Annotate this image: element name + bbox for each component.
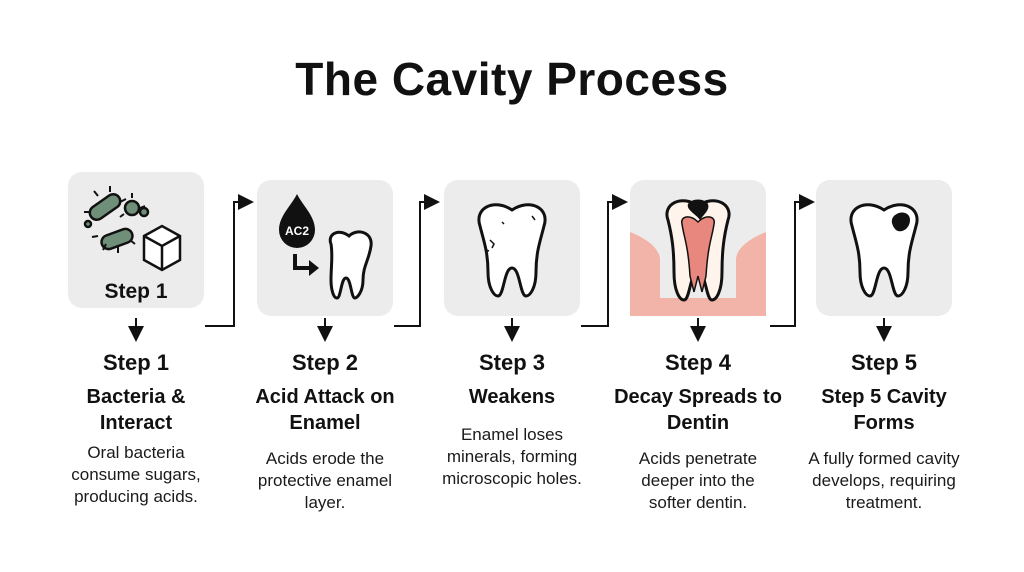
card-label: Step 1 (104, 280, 168, 303)
acid-drop-label: AC2 (285, 224, 309, 238)
step-title: Step 3 (478, 350, 546, 375)
step-title: Step 5 (850, 350, 918, 375)
step-4-card (630, 180, 766, 316)
step-description: A fully formed cavity develops, requirin… (808, 449, 960, 512)
weakened-tooth-icon (477, 203, 547, 298)
step-title: Step 4 (664, 350, 732, 375)
step-subtitle: Decay Spreads to Dentin (614, 386, 782, 434)
step-title: Step 1 (102, 350, 170, 375)
step-1-text: Step 1 Bacteria & Interact Oral bacteria… (36, 350, 236, 508)
step-4-text: Step 4 Decay Spreads to Dentin Acids pen… (598, 350, 798, 514)
step-2-card: AC2 (257, 180, 393, 316)
step-description: Oral bacteria consume sugars, producing … (71, 443, 201, 506)
step-description: Acids erode the protective enamel layer. (257, 449, 393, 512)
step-description: Enamel loses minerals, forming microscop… (442, 425, 582, 488)
connector-arrow-3-4 (581, 194, 628, 327)
acid-drop-and-tooth-icon: AC2 (279, 194, 373, 300)
connector-arrow-4-5 (770, 194, 815, 327)
tooth-with-cavity-icon (849, 203, 919, 298)
step-description: Acids penetrate deeper into the softer d… (638, 449, 758, 512)
tooth-cross-section-icon (630, 199, 766, 316)
step-subtitle: Weakens (468, 386, 556, 408)
step-3-text: Step 3 Weakens Enamel loses minerals, fo… (412, 350, 612, 490)
step-subtitle: Step 5 Cavity Forms (821, 386, 947, 434)
step-3-card (444, 180, 580, 316)
step-5-text: Step 5 Step 5 Cavity Forms A fully forme… (784, 350, 984, 514)
connector-arrow-2-3 (394, 194, 440, 327)
connector-arrow-1-2 (205, 194, 254, 327)
step-5-card (816, 180, 952, 316)
page-title: The Cavity Process (295, 53, 729, 105)
step-title: Step 2 (291, 350, 359, 375)
step-1-card: Step 1 (68, 172, 204, 308)
step-subtitle: Acid Attack on Enamel (255, 386, 395, 434)
step-2-text: Step 2 Acid Attack on Enamel Acids erode… (225, 350, 425, 514)
bacteria-and-sugar-cube-icon (83, 186, 182, 272)
step-subtitle: Bacteria & Interact (86, 386, 186, 434)
